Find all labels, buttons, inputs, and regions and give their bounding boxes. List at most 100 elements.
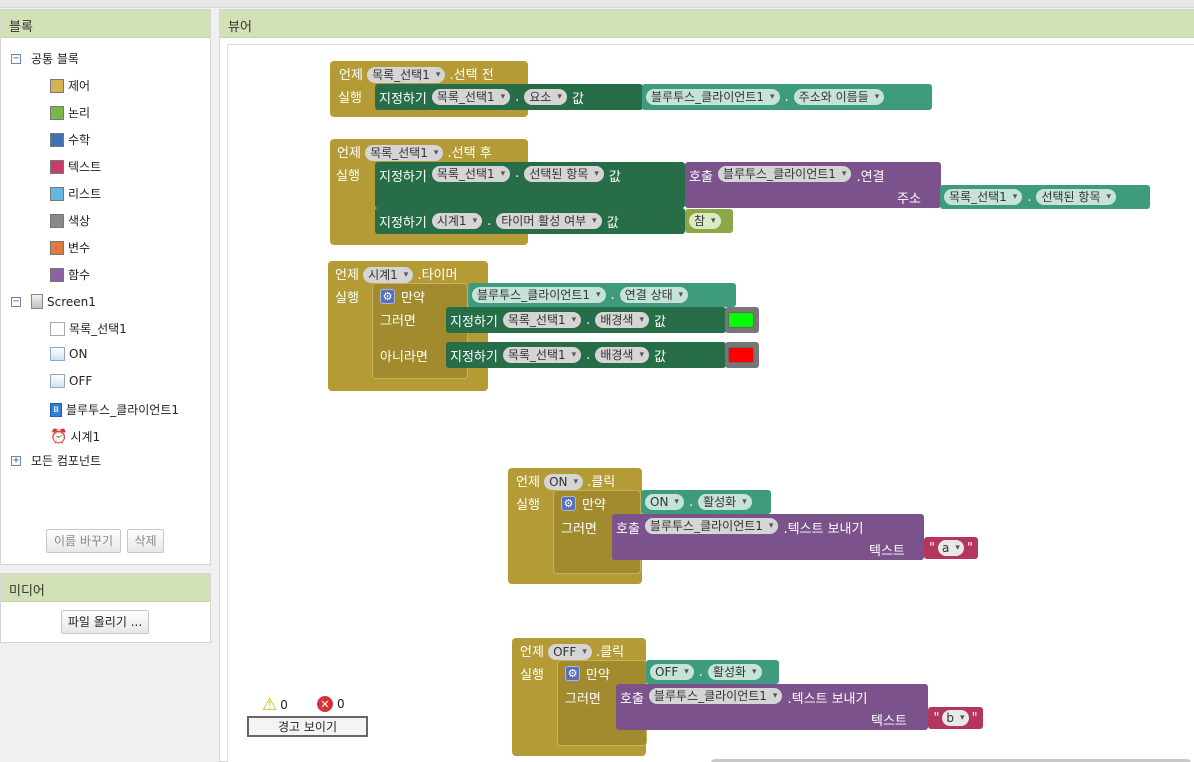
set-label: 지정하기: [379, 170, 427, 185]
builtin-blocks-label: 공통 블록: [31, 52, 79, 66]
string-value[interactable]: a: [938, 540, 964, 556]
collapse-icon[interactable]: −: [11, 52, 21, 64]
event-component-dropdown[interactable]: 목록_선택1: [367, 67, 446, 83]
upload-file-button[interactable]: 파일 올리기 ...: [61, 610, 149, 634]
call-block[interactable]: 호출 블루투스_클라이언트1 .텍스트 보내기: [616, 684, 928, 730]
set-block[interactable]: 지정하기 목록_선택1 . 배경색 값: [446, 342, 726, 368]
media-panel: 미디어 파일 올리기 ...: [0, 573, 211, 643]
delete-button[interactable]: 삭제: [127, 529, 164, 553]
getter-block[interactable]: 블루투스_클라이언트1 . 주소와 이름들: [642, 84, 932, 110]
getter-block[interactable]: 블루투스_클라이언트1 . 연결 상태: [468, 283, 736, 307]
blocks-workspace[interactable]: 언제 목록_선택1 .선택 전 실행 지정하기 목록_선택1 . 요소 값 블루…: [227, 44, 1194, 762]
event-component-dropdown[interactable]: ON: [544, 474, 584, 490]
event-component-dropdown[interactable]: 목록_선택1: [365, 145, 444, 161]
text-string-block[interactable]: " a ": [924, 537, 978, 559]
dot-label: .: [487, 213, 492, 229]
call-block[interactable]: 호출 블루투스_클라이언트1 .텍스트 보내기: [612, 514, 924, 560]
component-clock[interactable]: ⏰시계1: [50, 428, 100, 445]
color-block-red[interactable]: [725, 342, 759, 368]
show-warnings-button[interactable]: 경고 보이기: [247, 716, 368, 737]
set-block[interactable]: 지정하기 목록_선택1 . 배경색 값: [446, 307, 726, 333]
component-dropdown[interactable]: 목록_선택1: [944, 189, 1023, 205]
builtin-item-logic[interactable]: 논리: [50, 104, 90, 121]
component-dropdown[interactable]: 목록_선택1: [431, 89, 511, 105]
component-off-button[interactable]: OFF: [50, 374, 92, 388]
text-param-label: 텍스트: [869, 544, 905, 559]
method-label: .텍스트 보내기: [783, 522, 864, 537]
string-value[interactable]: b: [942, 710, 969, 726]
component-on-button[interactable]: ON: [50, 347, 87, 361]
set-block[interactable]: 지정하기 목록_선택1 . 선택된 항목 값: [375, 162, 685, 208]
screen-node[interactable]: − Screen1: [11, 294, 96, 309]
listpicker-icon: [50, 321, 65, 336]
to-label: 값: [608, 170, 621, 185]
boolean-dropdown[interactable]: 참: [689, 213, 721, 229]
builtin-blocks-node[interactable]: − 공통 블록: [11, 50, 79, 67]
gear-icon[interactable]: ⚙: [380, 289, 395, 304]
property-dropdown[interactable]: 연결 상태: [619, 287, 689, 303]
component-label: OFF: [69, 374, 93, 388]
component-dropdown[interactable]: OFF: [650, 664, 694, 680]
getter-block[interactable]: OFF . 활성화: [646, 660, 779, 684]
text-string-block[interactable]: " b ": [928, 707, 983, 729]
builtin-item-list[interactable]: 리스트: [50, 185, 101, 202]
event-component-dropdown[interactable]: OFF: [548, 644, 592, 660]
expand-icon[interactable]: +: [11, 454, 21, 466]
color-block-green[interactable]: [725, 307, 759, 333]
event-component-dropdown[interactable]: 시계1: [363, 267, 414, 283]
builtin-item-control[interactable]: 제어: [50, 77, 90, 94]
gear-icon[interactable]: ⚙: [565, 666, 580, 681]
property-dropdown[interactable]: 요소: [524, 89, 567, 105]
horizontal-scrollbar[interactable]: [711, 759, 1191, 762]
property-dropdown[interactable]: 선택된 항목: [524, 166, 604, 182]
property-dropdown[interactable]: 활성화: [698, 494, 752, 510]
getter-block[interactable]: 목록_선택1 . 선택된 항목: [940, 185, 1150, 209]
property-dropdown[interactable]: 배경색: [595, 347, 649, 363]
when-label: 언제: [337, 146, 361, 161]
if-header: ⚙만약: [380, 287, 425, 306]
component-dropdown[interactable]: 목록_선택1: [502, 312, 582, 328]
set-label: 지정하기: [450, 349, 498, 365]
collapse-icon[interactable]: −: [11, 295, 21, 307]
component-dropdown[interactable]: 블루투스_클라이언트1: [646, 89, 780, 105]
property-dropdown[interactable]: 주소와 이름들: [793, 89, 885, 105]
component-listpicker[interactable]: 목록_선택1: [50, 320, 127, 337]
all-components-node[interactable]: + 모든 컴포넌트: [11, 452, 101, 469]
set-block[interactable]: 지정하기 목록_선택1 . 요소 값: [375, 84, 643, 110]
component-dropdown[interactable]: 시계1: [431, 213, 483, 229]
component-dropdown[interactable]: 블루투스_클라이언트1: [472, 287, 606, 303]
do-label: 실행: [338, 91, 362, 106]
builtin-item-variables[interactable]: 변수: [50, 239, 90, 256]
property-dropdown[interactable]: 타이머 활성 여부: [496, 213, 602, 229]
to-label: 값: [653, 314, 666, 330]
do-label: 실행: [335, 291, 359, 306]
component-dropdown[interactable]: 블루투스_클라이언트1: [648, 688, 783, 704]
event-header: 언제 목록_선택1 .선택 후: [337, 142, 492, 161]
builtin-item-color[interactable]: 색상: [50, 212, 90, 229]
property-dropdown[interactable]: 활성화: [707, 664, 762, 680]
when-label: 언제: [339, 68, 363, 83]
call-block[interactable]: 호출 블루투스_클라이언트1 .연결: [685, 162, 941, 208]
set-block[interactable]: 지정하기 시계1 . 타이머 활성 여부 값: [375, 208, 685, 234]
screen-icon: [31, 294, 43, 309]
event-header: 언제 OFF .클릭: [520, 641, 624, 660]
component-dropdown[interactable]: ON: [645, 494, 684, 510]
component-dropdown[interactable]: 블루투스_클라이언트1: [644, 518, 779, 534]
list-color-swatch: [50, 186, 64, 201]
builtin-item-math[interactable]: 수학: [50, 131, 90, 148]
component-dropdown[interactable]: 블루투스_클라이언트1: [717, 166, 852, 182]
call-label: 호출: [689, 170, 713, 185]
event-name-label: .클릭: [595, 645, 625, 660]
builtin-item-text[interactable]: 텍스트: [50, 158, 101, 175]
when-label: 언제: [335, 268, 359, 283]
boolean-block[interactable]: 참: [685, 209, 733, 233]
gear-icon[interactable]: ⚙: [561, 496, 576, 511]
builtin-item-procedures[interactable]: 함수: [50, 266, 90, 283]
component-dropdown[interactable]: 목록_선택1: [431, 166, 511, 182]
property-dropdown[interactable]: 배경색: [595, 312, 649, 328]
property-dropdown[interactable]: 선택된 항목: [1036, 189, 1117, 205]
getter-block[interactable]: ON . 활성화: [641, 490, 771, 514]
component-dropdown[interactable]: 목록_선택1: [502, 347, 582, 363]
rename-button[interactable]: 이름 바꾸기: [46, 529, 121, 553]
